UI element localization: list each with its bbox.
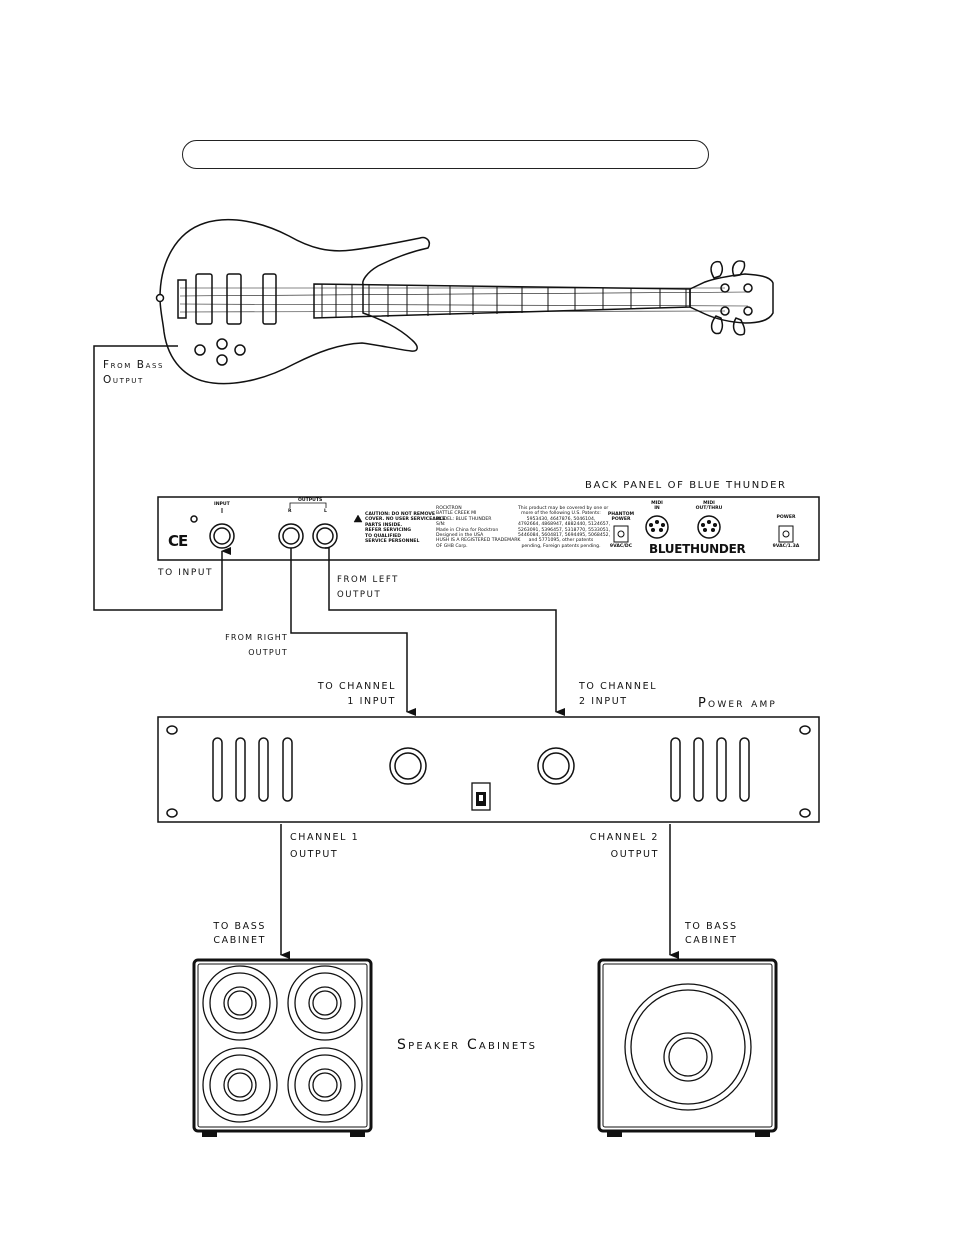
speaker-cabinet-4x10 <box>192 958 373 1137</box>
to-bass-cabinet-left-label: to bass cabinet <box>213 921 266 946</box>
caution-text: CAUTION: DO NOT REMOVE COVER. NO USER SE… <box>365 512 446 545</box>
input-jack-label: INPUT <box>214 502 230 507</box>
channel-2-output-label: channel 2 output <box>589 832 659 860</box>
blue-thunder-logo: BLUETHUNDER <box>649 542 746 556</box>
from-left-output-label: from left output <box>337 575 399 600</box>
to-bass-cabinet-right-label: to bass cabinet <box>685 921 738 946</box>
outputs-label: OUTPUTS <box>298 498 323 503</box>
guitar-strings <box>179 287 749 313</box>
phantom-power-spec: 9VAC/DC <box>609 544 633 549</box>
to-input-label: to input <box>158 568 214 578</box>
channel-1-output-label: channel 1 output <box>290 832 360 860</box>
speaker-cabinet-1x15 <box>597 958 778 1137</box>
to-channel-2-label: to channel 2 input <box>579 681 658 707</box>
cable-bass-to-input <box>93 345 231 611</box>
midi-in-label: MIDI IN <box>651 501 663 512</box>
from-right-output-label: from right output <box>225 633 288 657</box>
power-amp-heading: Power amp <box>698 696 778 711</box>
ce-mark: CE <box>168 532 188 550</box>
back-panel-heading: back panel of blue thunder <box>585 480 787 491</box>
r-jack-label: R <box>288 509 292 514</box>
power-jack-spec: 9VAC/1.3A <box>772 544 800 549</box>
guitar-body <box>159 218 431 385</box>
bass-guitar <box>155 218 774 385</box>
output-line: Output <box>103 374 144 386</box>
title-bar <box>182 140 709 169</box>
from-bass-line: From Bass <box>103 359 165 371</box>
patent-text: This product may be covered by one or mo… <box>518 506 611 549</box>
speaker-cabinets-heading: Speaker Cabinets <box>397 1037 538 1053</box>
power-jack-label: POWER <box>776 515 796 520</box>
l-jack-label: L <box>324 509 327 514</box>
midi-out-label: MIDI OUT/THRU <box>695 501 723 512</box>
cable-left-to-ch2 <box>325 547 565 716</box>
cable-right-to-ch1 <box>290 548 416 716</box>
guitar-neck <box>313 283 691 319</box>
power-amp-unit <box>157 716 820 823</box>
from-bass-output-label: From Bass Output <box>103 358 164 388</box>
to-channel-1-label: to channel 1 input <box>317 681 396 707</box>
guitar-headstock <box>689 273 774 324</box>
company-text: ROCKTRON BATTLE CREEK MI MODEL: BLUE THU… <box>436 506 521 549</box>
cables <box>93 345 679 959</box>
phantom-power-label: PHANTOM POWER <box>607 512 635 523</box>
